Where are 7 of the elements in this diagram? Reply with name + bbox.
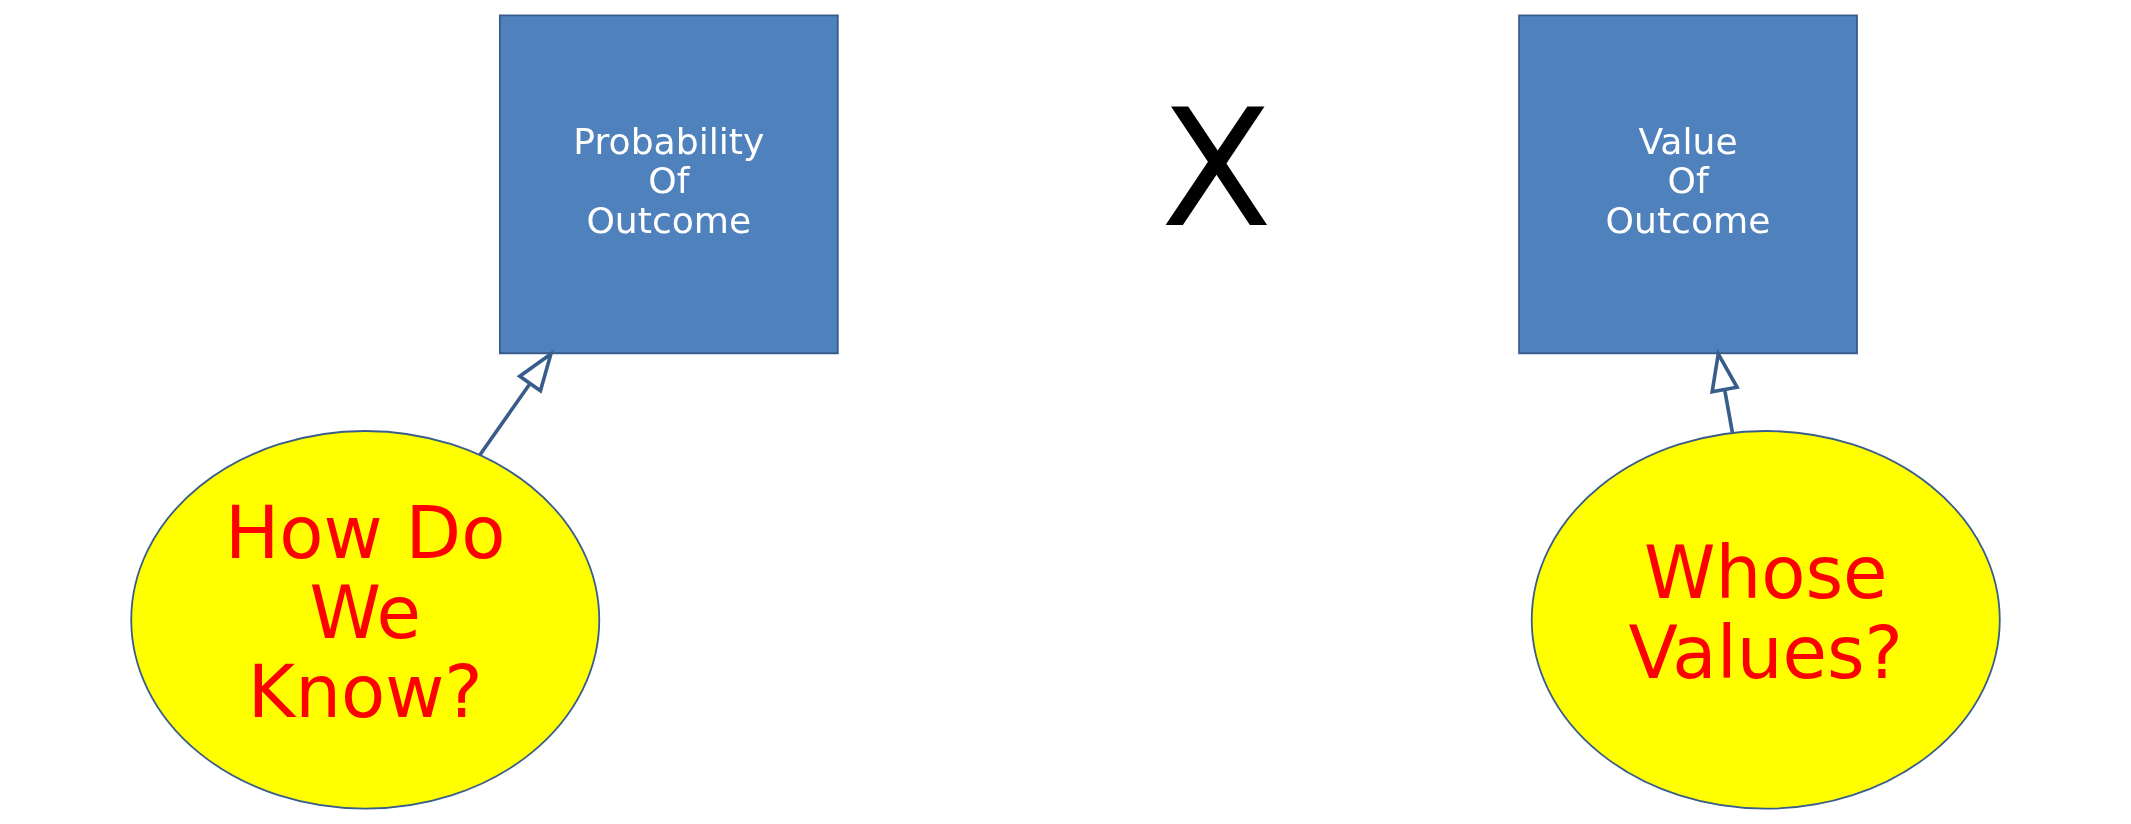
node-ellipse: How Do We Know? xyxy=(130,430,601,810)
label: X xyxy=(1160,73,1273,263)
node-ellipse: Whose Values? xyxy=(1530,430,2001,810)
node-box: Probability Of Outcome xyxy=(498,14,839,355)
arrow xyxy=(1710,348,1740,433)
arrow xyxy=(478,349,554,456)
node-box: Value Of Outcome xyxy=(1518,14,1858,355)
